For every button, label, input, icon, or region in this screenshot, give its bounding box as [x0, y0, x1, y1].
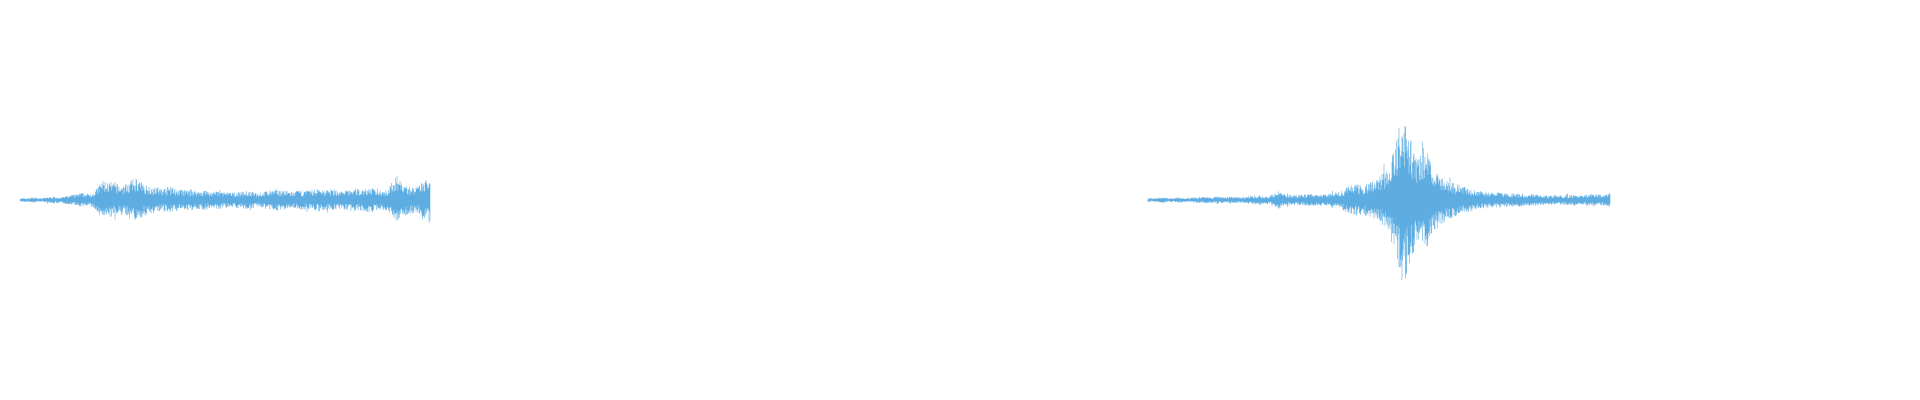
waveform-clip-2[interactable] — [1147, 126, 1611, 281]
waveform-clip-1[interactable] — [19, 175, 431, 223]
waveform-samples — [19, 175, 431, 223]
waveform-samples — [1147, 126, 1611, 281]
